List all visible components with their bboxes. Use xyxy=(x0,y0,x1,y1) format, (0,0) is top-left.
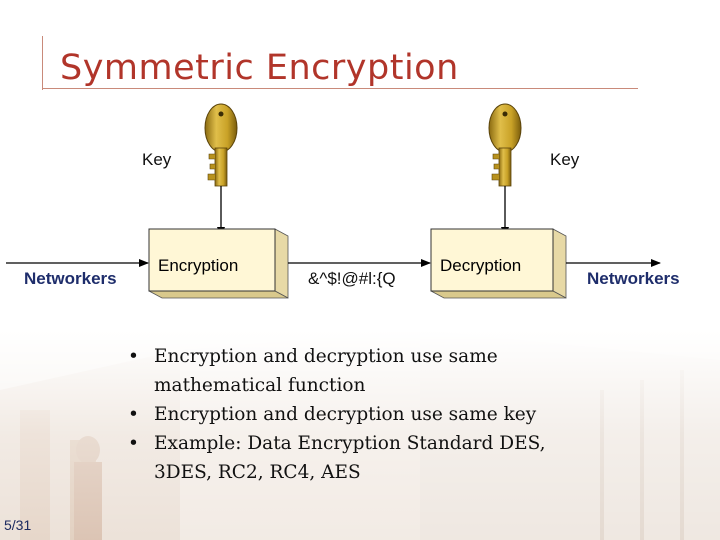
encryption-box-label: Encryption xyxy=(158,256,239,275)
key-label-left: Key xyxy=(142,150,172,169)
bullet-item: • Encryption and decryption use same key xyxy=(128,400,648,429)
title-frame-line xyxy=(42,36,43,90)
decryption-box-label: Decryption xyxy=(440,256,522,275)
bullet-list: • Encryption and decryption use same mat… xyxy=(128,342,648,487)
title-underline xyxy=(42,88,638,89)
ciphertext-label: &^$!@#l:{Q xyxy=(308,269,396,288)
bullet-text: Encryption and decryption use same mathe… xyxy=(154,346,498,396)
slide-title: Symmetric Encryption xyxy=(60,48,459,88)
bullet-text: Example: Data Encryption Standard DES, 3… xyxy=(154,433,546,483)
bullet-dot: • xyxy=(128,433,139,454)
receiver-label: Networkers xyxy=(587,269,680,288)
bullet-dot: • xyxy=(128,346,139,367)
decryption-box xyxy=(430,228,567,299)
bullet-item: • Encryption and decryption use same mat… xyxy=(128,342,648,400)
background-photo xyxy=(0,330,720,540)
sender-label: Networkers xyxy=(24,269,117,288)
bullet-item: • Example: Data Encryption Standard DES,… xyxy=(128,429,648,487)
bullet-text: Encryption and decryption use same key xyxy=(154,404,537,425)
key-icon xyxy=(488,103,522,187)
key-icon xyxy=(204,103,238,187)
encryption-box xyxy=(148,228,289,299)
bullet-dot: • xyxy=(128,404,139,425)
page-number: 5/31 xyxy=(4,517,32,533)
encryption-flow-diagram xyxy=(6,103,661,299)
key-label-right: Key xyxy=(550,150,580,169)
